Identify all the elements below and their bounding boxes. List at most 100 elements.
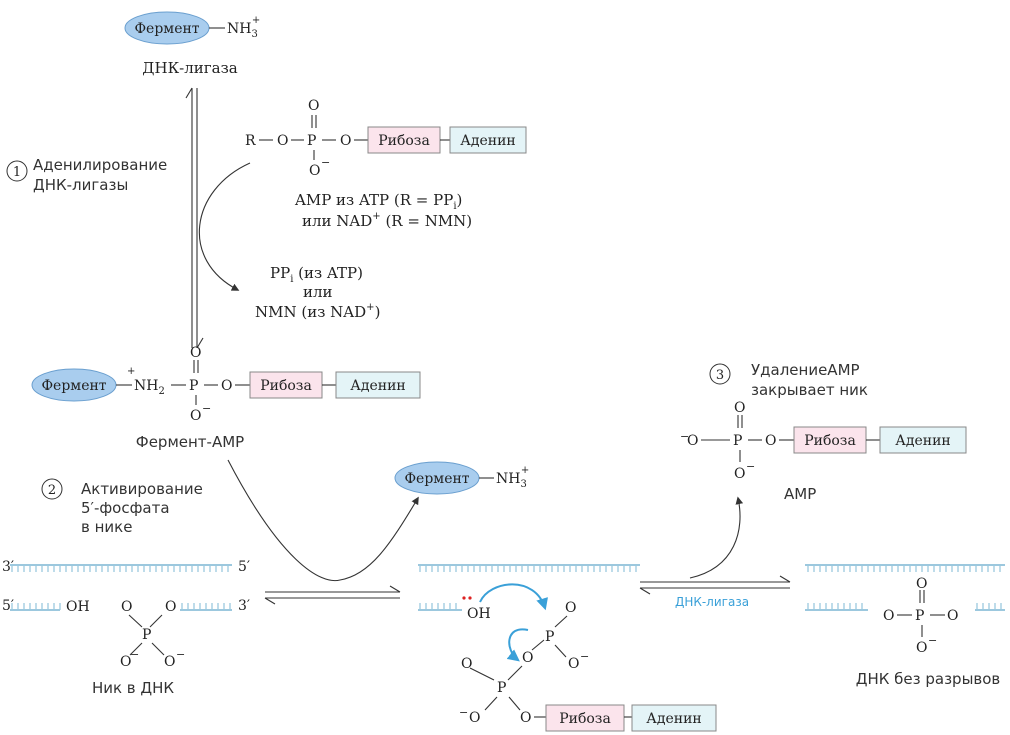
leaving-group-arrow [506,628,529,662]
svg-text:Рибоза: Рибоза [378,133,430,149]
svg-text:P: P [307,133,316,149]
sealed-label: ДНК без разрывов [856,670,1001,688]
svg-text:O: O [340,133,351,149]
svg-text:УдалениеAMP: УдалениеAMP [751,361,860,379]
svg-text:O: O [308,98,319,114]
svg-text:PPi (из ATP): PPi (из ATP) [270,264,363,285]
svg-text:в нике: в нике [81,518,132,536]
svg-text:3′: 3′ [238,598,250,614]
nick-label: Ник в ДНК [92,679,174,697]
svg-text:O: O [221,378,232,394]
amp-source-line1: AMP из ATP (R = PPi) [294,191,462,212]
svg-text:Аденин: Аденин [646,711,702,727]
svg-text:−: − [580,650,589,663]
amp-donor: R O P O O − O Рибоза Аденин [245,98,527,179]
svg-text:закрывает ник: закрывает ник [751,381,868,399]
svg-text:−: − [746,460,755,473]
svg-text:NH3+: NH3+ [496,465,529,490]
svg-text:−: − [459,706,468,719]
svg-text:Рибоза: Рибоза [804,433,856,449]
svg-text:O: O [568,656,579,672]
ligase-small-label: ДНК-лигаза [675,595,749,609]
svg-text:O: O [164,654,175,670]
step1-curved-arrow [198,162,251,291]
svg-text:Аденин: Аденин [350,378,406,394]
svg-text:O: O [121,599,132,615]
step3-curved-arrow [689,496,744,579]
svg-text:5′: 5′ [238,559,250,575]
svg-text:3′: 3′ [2,559,14,575]
step2-label: 2 Активирование 5′-фосфата в нике [41,478,203,536]
svg-text:O: O [883,608,894,624]
svg-text:O: O [765,433,776,449]
svg-text:P: P [733,433,742,449]
svg-text:2: 2 [48,483,56,498]
svg-text:NH2: NH2 [134,378,165,397]
svg-text:R: R [245,133,256,149]
adenine-box-1 [449,126,527,154]
ribose-box-1 [367,126,441,154]
svg-text:OH: OH [66,599,90,615]
svg-text:O: O [461,656,472,672]
amp-released: − O P O O − O Рибоза Аденин AMP [680,400,967,503]
svg-text:Аденилирование: Аденилирование [33,156,167,174]
svg-text:3: 3 [716,368,724,383]
svg-text:−: − [202,402,211,415]
nick-dna: 3′ 5′ 5′ 3′ OH O O P O − O − Ник в ДНК [2,559,250,697]
activated-intermediate: OH O P O − O O P O − O Рибоза Аденин [418,564,717,732]
svg-text:O: O [565,600,576,616]
nucleophilic-attack-arrow [479,583,548,611]
svg-text:O: O [734,400,745,416]
svg-text:O: O [469,710,480,726]
dna-base-ticks [11,565,1002,610]
svg-text:O: O [190,345,201,361]
amp-source-line2: или NAD+ (R = NMN) [302,211,472,230]
svg-text:O: O [520,710,531,726]
svg-text:5′-фосфата: 5′-фосфата [81,499,170,517]
enzyme-label: Фермент [134,21,199,37]
svg-text:P: P [142,627,151,643]
svg-text:Активирование: Активирование [81,480,203,498]
svg-text:NMN (из NAD+): NMN (из NAD+) [255,302,380,321]
svg-text:OH: OH [467,606,491,622]
svg-text:O: O [947,608,958,624]
ligase-top: Фермент NH3+ ДНК-лигаза [124,11,260,77]
nh3-top: NH3+ [227,15,260,40]
svg-text:−: − [928,634,937,647]
enzyme-amp: Фермент + NH2 P O O − O Рибоза Аденин [31,345,421,424]
released-product: PPi (из ATP) или NMN (из NAD+) [255,264,380,321]
svg-text:P: P [545,629,554,645]
svg-text:AMP: AMP [784,485,816,503]
svg-text:P: P [497,680,506,696]
svg-text:O: O [916,640,927,656]
svg-text:−: − [130,648,139,661]
svg-text:+: + [127,366,135,377]
step3-label: 3 УдалениеAMP закрывает ник [709,361,868,399]
svg-text:O: O [687,433,698,449]
svg-text:P: P [189,378,198,394]
svg-text:5′: 5′ [2,598,14,614]
sealed-dna: O P O O − O ДНК без разрывов [805,564,1005,688]
svg-text:Рибоза: Рибоза [559,711,611,727]
step2-curved-arrow [227,459,419,582]
svg-text:Аденин: Аденин [895,433,951,449]
svg-text:−: − [176,648,185,661]
svg-text:Фермент: Фермент [404,471,469,487]
svg-text:−: − [680,430,689,443]
step1-label: 1 Аденилирование ДНК-лигазы [6,156,167,194]
svg-text:1: 1 [13,165,21,180]
svg-text:O: O [309,163,320,179]
svg-text:P: P [915,608,924,624]
svg-text:O: O [165,599,176,615]
svg-text:O: O [277,133,288,149]
svg-text:O: O [190,408,201,424]
ligase-label: ДНК-лигаза [142,59,237,77]
svg-text:Рибоза: Рибоза [260,378,312,394]
enzyme-amp-label: Фермент-AMP [136,433,244,451]
svg-text:O: O [120,654,131,670]
svg-text:или: или [303,283,333,301]
svg-text:Аденин: Аденин [460,133,516,149]
enzyme-released: Фермент NH3+ [394,461,529,495]
svg-text:−: − [321,156,330,169]
